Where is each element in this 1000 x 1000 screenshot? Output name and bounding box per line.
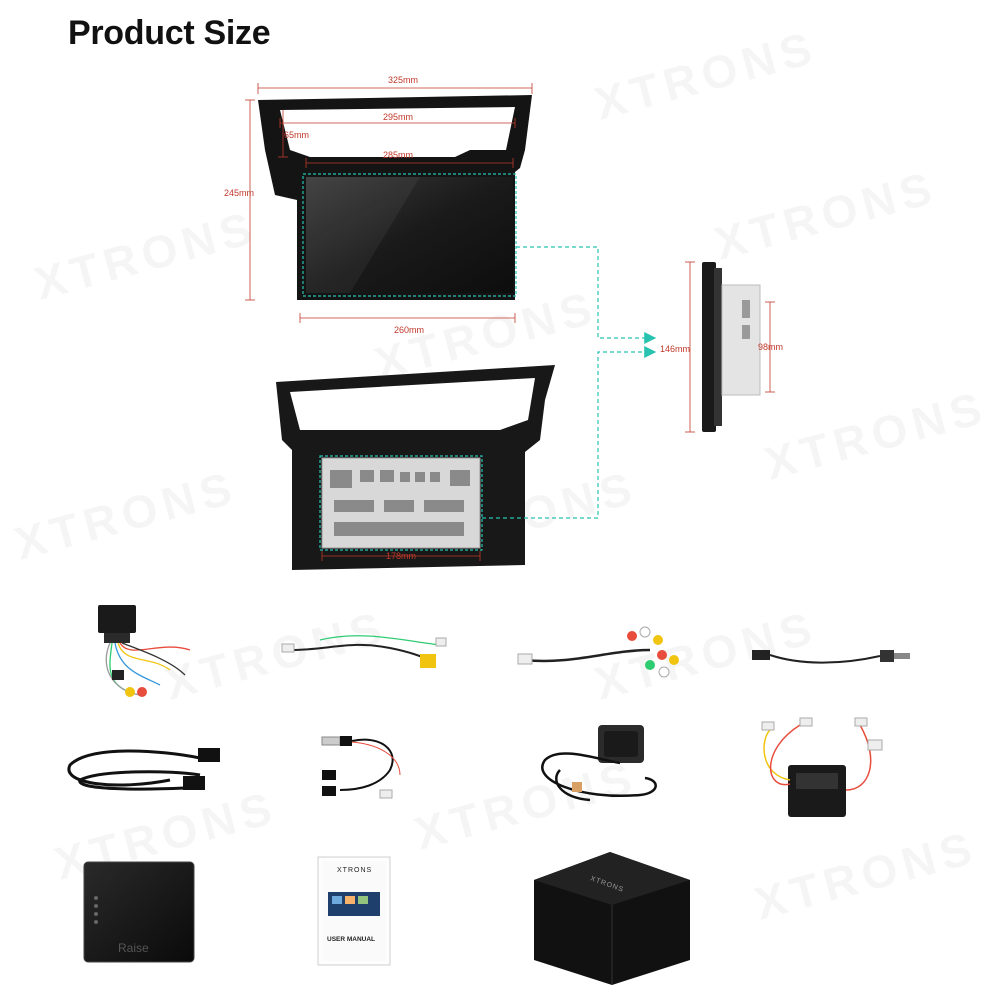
watermark-text: XTRONS [159,601,392,710]
side-dimension-lines [685,261,775,433]
watermark-text: XTRONS [29,201,262,310]
front-unit: 325mm 295mm 65mm 285mm 245mm 260mm [224,75,533,335]
rca-av-cable [517,626,679,678]
rear-connectors [330,470,470,536]
dim-overall-width: 325mm [388,75,418,85]
dsp-box-label: Raise [118,941,149,955]
rear-dimension-lines [321,551,481,561]
rear-vent-cutout [290,378,535,430]
side-panel [702,262,716,432]
usb-splitter-cable [321,736,401,799]
dim-top-height: 65mm [284,130,309,140]
watermark-text: XTRONS [709,161,942,270]
front-screen [306,177,513,293]
page-title: Product Size [68,14,271,52]
rear-unit: 178mm [276,365,555,570]
manual-label: USER MANUAL [327,936,375,943]
front-dimension-lines [245,83,533,323]
usb-extension-cables [67,748,220,791]
manual-brand: XTRONS [337,867,372,874]
reverse-camera-cable [281,635,447,668]
dim-body-depth: 98mm [758,342,783,352]
dim-frame-width: 295mm [383,112,413,122]
dim-overall-depth: 146mm [660,344,690,354]
watermark-text: XTRONS [9,461,242,570]
side-body [721,284,761,396]
dsp-box: Raise [83,861,195,963]
side-unit: 146mm 98mm [660,261,783,433]
front-vent-cutout [280,107,515,157]
watermark-text: XTRONS [409,751,642,860]
power-harness [98,605,191,697]
antenna-adapter [752,650,910,664]
watermark-text: XTRONS [749,821,982,930]
retail-box: XTRONS [534,852,690,985]
dim-chassis-width: 178mm [386,551,416,561]
gps-antenna [541,725,657,802]
watermark-text: XTRONS [589,601,822,710]
watermark-text: XTRONS [759,381,992,490]
dim-screen-width: 285mm [383,150,413,160]
screen-guide-box [302,173,517,297]
dim-bottom-width: 260mm [394,325,424,335]
user-manual: XTRONS USER MANUAL [317,856,391,966]
chassis-guide-box [319,455,483,551]
watermark-text: XTRONS [589,21,822,130]
guide-arrows [482,246,657,519]
canbus-decoder [761,717,883,817]
dim-overall-height: 245mm [224,188,254,198]
